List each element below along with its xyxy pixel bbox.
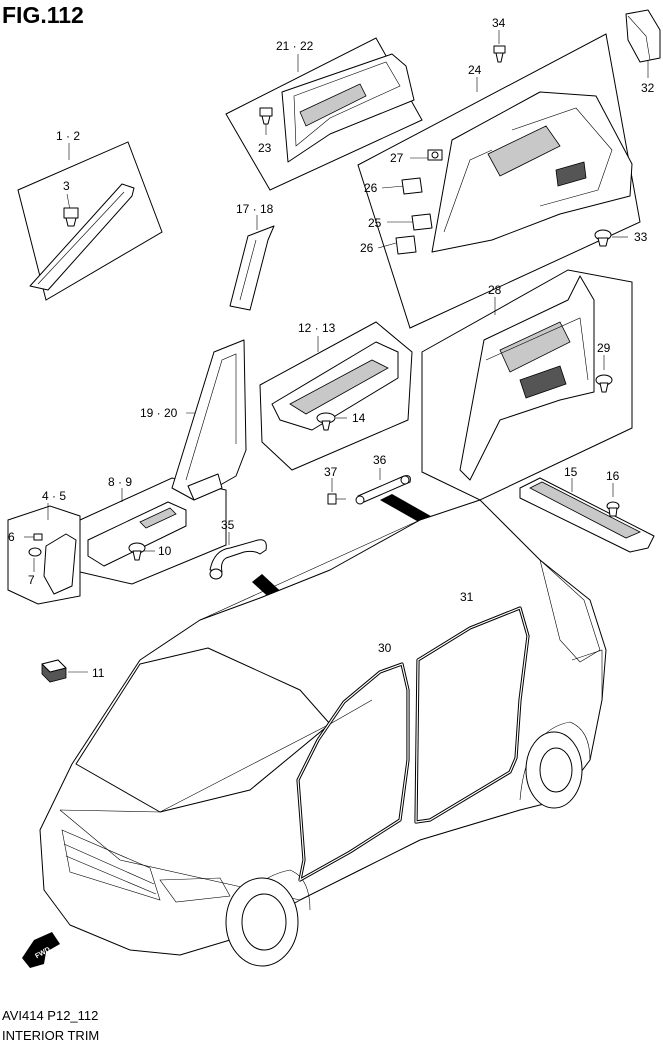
callout-19-20: 19 · 20	[140, 406, 178, 420]
callout-37: 37	[324, 465, 338, 479]
part-quarter-trim-24	[431, 91, 633, 253]
diagram-name: INTERIOR TRIM	[2, 1028, 100, 1043]
callout-6: 6	[8, 530, 15, 544]
clip-27	[427, 149, 443, 161]
callout-1-2: 1 · 2	[56, 129, 80, 143]
part-side-sill-12-13	[271, 341, 399, 431]
callout-11: 11	[92, 666, 105, 680]
group-box-12-13	[259, 321, 413, 471]
part-b-pillar-upper	[229, 225, 275, 311]
diagram-code: AVI414 P12_112	[2, 1008, 99, 1023]
callout-36: 36	[373, 453, 387, 467]
callout-29: 29	[597, 341, 611, 355]
part-quarter-trim-28	[459, 275, 595, 481]
figure-title: FIG.112	[2, 2, 84, 28]
callout-24: 24	[468, 63, 482, 77]
vehicle-body	[39, 499, 607, 967]
callout-7: 7	[28, 573, 35, 587]
callout-26-lower: 26	[360, 241, 374, 255]
callout-8-9: 8 · 9	[108, 475, 132, 489]
callout-labels: 1 · 2 3 4 · 5 6 7 8 · 9 10 11 12 · 13 14…	[8, 16, 655, 680]
callout-25: 25	[368, 216, 382, 230]
callout-21-22: 21 · 22	[276, 39, 314, 53]
part-c-pillar-trim	[281, 53, 415, 163]
screw-23	[259, 107, 273, 125]
clip-7	[28, 547, 42, 557]
group-box-1-2	[17, 141, 163, 301]
group-box-28	[421, 269, 633, 501]
callout-4-5: 4 · 5	[42, 489, 66, 503]
bolt-34	[493, 45, 506, 63]
callout-3: 3	[63, 179, 70, 193]
screw-6	[33, 533, 43, 541]
part-32	[625, 9, 661, 63]
group-box-21-22	[225, 37, 423, 191]
part-front-scuff-8-9	[87, 501, 187, 567]
group-box-24	[357, 33, 641, 329]
callout-16: 16	[606, 469, 620, 483]
callout-27: 27	[390, 151, 404, 165]
callout-32: 32	[641, 81, 655, 95]
callout-28: 28	[488, 283, 502, 297]
callout-12-13: 12 · 13	[298, 321, 336, 335]
callout-15: 15	[564, 465, 578, 479]
callout-26-upper: 26	[364, 181, 378, 195]
part-rear-door-weatherstrip-31	[414, 606, 530, 824]
part-a-pillar-garnish	[29, 183, 135, 291]
clip-26-upper	[401, 177, 423, 195]
part-front-door-weatherstrip-30	[296, 662, 410, 882]
callout-23: 23	[258, 141, 272, 155]
callout-30: 30	[378, 641, 392, 655]
part-kick-panel-4-5	[43, 533, 77, 595]
callout-35: 35	[221, 518, 235, 532]
clip-10	[128, 542, 146, 561]
callout-10: 10	[158, 544, 172, 558]
clip-16	[606, 501, 620, 517]
clip-11	[41, 659, 67, 683]
part-b-pillar-lower	[171, 339, 247, 501]
fwd-arrow-icon: FWD	[22, 932, 60, 968]
clip-3	[63, 207, 79, 227]
group-box-4-5	[7, 505, 81, 605]
clip-29	[595, 374, 613, 393]
part-rear-sill-plate-15	[519, 477, 655, 553]
clip-26-lower	[395, 235, 417, 255]
clip-25	[411, 213, 433, 231]
clip-33	[594, 229, 612, 247]
part-grip-36	[355, 475, 411, 505]
callout-31: 31	[460, 590, 474, 604]
screw-37	[327, 493, 346, 505]
callout-17-18: 17 · 18	[236, 202, 274, 216]
callout-33: 33	[634, 230, 648, 244]
callout-34: 34	[492, 16, 506, 30]
clip-14	[316, 412, 336, 431]
callout-14: 14	[352, 411, 366, 425]
part-assist-grip-35	[209, 539, 267, 580]
